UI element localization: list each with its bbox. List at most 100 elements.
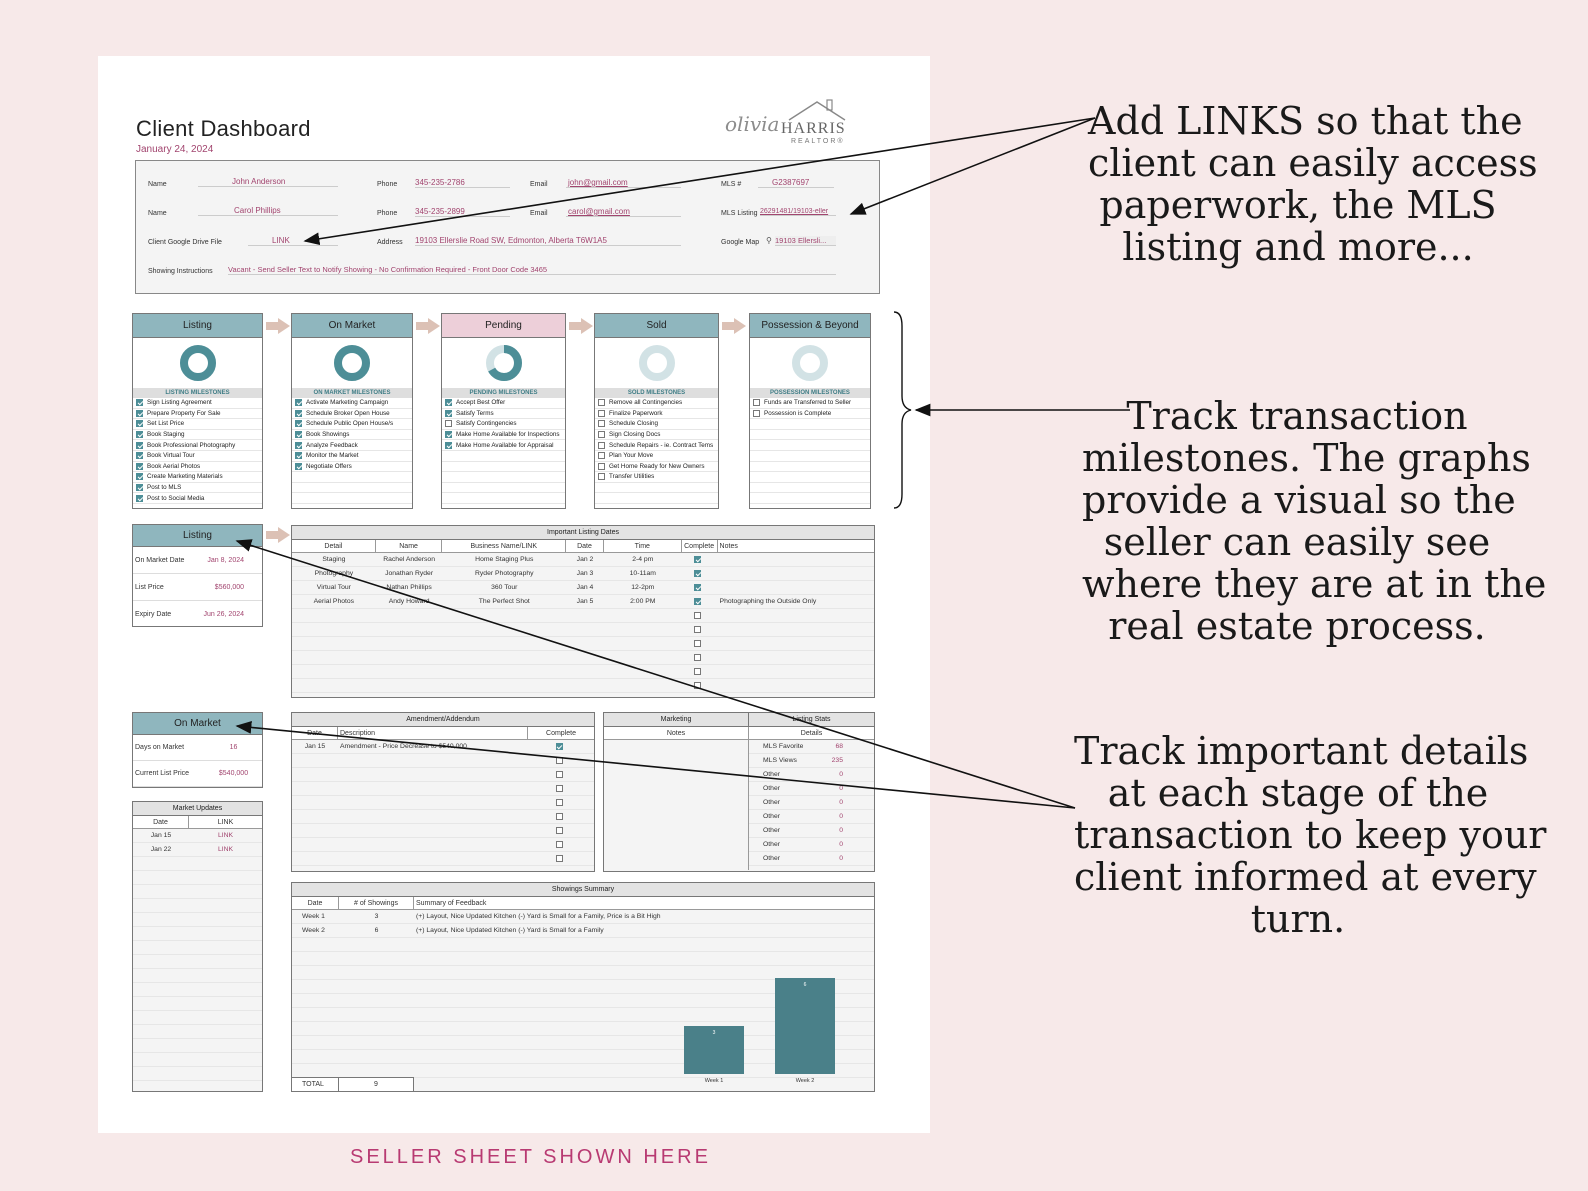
milestone-item[interactable] [595,493,718,504]
stat-value[interactable]: 0 [839,771,843,778]
checkbox[interactable] [136,420,143,428]
milestone-item[interactable]: Negotiate Offers [292,462,412,473]
table-cell[interactable]: Photography [314,570,354,577]
checkbox[interactable] [694,654,702,661]
table-cell[interactable]: Staging [322,556,346,563]
milestone-item[interactable] [750,472,870,483]
update-date[interactable]: Jan 15 [150,832,172,839]
table-cell[interactable]: Aerial Photos [313,598,355,605]
checkbox[interactable] [445,409,452,417]
table-cell[interactable]: Jan 2 [576,556,594,563]
milestone-item[interactable] [750,440,870,451]
milestone-item[interactable] [750,493,870,504]
listing-detail-value[interactable]: Jun 26, 2024 [203,610,244,618]
stat-value[interactable]: 0 [839,855,843,862]
milestone-item[interactable] [442,462,565,473]
showing-count[interactable]: 3 [374,913,379,920]
milestone-item[interactable] [750,451,870,462]
stat-value[interactable]: 0 [839,827,843,834]
checkbox[interactable] [694,668,702,675]
milestone-item[interactable]: Monitor the Market [292,451,412,462]
checkbox[interactable] [445,399,452,407]
marketing-notes-area[interactable] [604,740,749,870]
checkbox[interactable] [598,420,605,428]
milestone-item[interactable]: Activate Marketing Campaign [292,398,412,409]
property-address[interactable]: 19103 Ellerslie Road SW, Edmonton, Alber… [415,236,681,246]
table-cell[interactable]: 2:00 PM [630,598,656,605]
checkbox[interactable] [555,743,563,750]
showing-week[interactable]: Week 1 [302,913,325,920]
milestone-item[interactable]: Funds are Transferred to Seller [750,398,870,409]
milestone-item[interactable]: Post to MLS [133,483,262,494]
milestone-item[interactable]: Set List Price [133,419,262,430]
checkbox[interactable] [598,399,605,407]
milestone-item[interactable]: Remove all Contingencies [595,398,718,409]
table-cell[interactable]: Jan 3 [576,570,594,577]
checkbox[interactable] [694,640,702,647]
milestone-item[interactable]: Transfer Utilities [595,472,718,483]
checkbox[interactable] [295,452,302,460]
checkbox[interactable] [136,494,143,502]
milestone-item[interactable]: Book Staging [133,430,262,441]
milestone-item[interactable]: Create Marketing Materials [133,472,262,483]
amendment-description[interactable]: Amendment - Price Decrease to $540,000 [340,743,467,750]
update-link[interactable]: LINK [217,846,234,853]
milestone-item[interactable]: Prepare Property For Sale [133,409,262,420]
milestone-item[interactable]: Book Showings [292,430,412,441]
table-cell[interactable]: 12-2pm [631,584,655,591]
checkbox[interactable] [295,462,302,470]
milestone-item[interactable] [292,472,412,483]
milestone-item[interactable]: Post to Social Media [133,493,262,504]
checkbox[interactable] [445,420,452,428]
listing-detail-value[interactable]: $560,000 [214,583,244,591]
checkbox[interactable] [136,473,143,481]
checkbox[interactable] [694,598,702,605]
milestone-item[interactable]: Book Virtual Tour [133,451,262,462]
table-cell[interactable]: Jonathan Ryder [385,570,434,577]
mls-number[interactable]: G2387697 [758,178,834,188]
checkbox[interactable] [555,771,563,778]
listing-detail-value[interactable]: Jan 8, 2024 [207,556,244,564]
checkbox[interactable] [445,441,452,449]
checkbox[interactable] [694,626,702,633]
milestone-item[interactable]: Plan Your Move [595,451,718,462]
checkbox[interactable] [598,462,605,470]
showing-count[interactable]: 6 [374,927,379,934]
table-cell[interactable]: Jan 4 [576,584,594,591]
stat-value[interactable]: 0 [839,813,843,820]
milestone-item[interactable]: Schedule Broker Open House [292,409,412,420]
checkbox[interactable] [295,441,302,449]
amendment-date[interactable]: Jan 15 [304,743,326,750]
milestone-item[interactable] [595,483,718,494]
stat-value[interactable]: 0 [839,841,843,848]
stat-value[interactable]: 68 [835,743,843,750]
checkbox[interactable] [555,827,563,834]
client-email-1[interactable]: john@gmail.com [566,178,681,188]
client-email-2[interactable]: carol@gmail.com [566,207,681,217]
checkbox[interactable] [555,855,563,862]
checkbox[interactable] [136,409,143,417]
checkbox[interactable] [694,584,702,591]
checkbox[interactable] [136,484,143,492]
showing-feedback[interactable]: (+) Layout, Nice Updated Kitchen (-) Yar… [416,913,661,920]
checkbox[interactable] [598,473,605,481]
table-cell[interactable]: Andy Howard [388,598,430,605]
table-cell[interactable]: 2-4 pm [632,556,654,563]
checkbox[interactable] [694,612,702,619]
checkbox[interactable] [753,409,760,417]
on-market-detail-value[interactable]: $540,000 [218,770,249,777]
milestone-item[interactable]: Sign Closing Docs [595,430,718,441]
client-name-2[interactable]: Carol Phillips [198,206,338,216]
checkbox[interactable] [598,441,605,449]
checkbox[interactable] [136,462,143,470]
table-cell[interactable]: Ryder Photography [474,570,534,577]
checkbox[interactable] [694,570,702,577]
milestone-item[interactable]: Finalize Paperwork [595,409,718,420]
milestone-item[interactable]: Accept Best Offer [442,398,565,409]
table-cell[interactable]: Nathan Phillips [386,584,432,591]
table-cell[interactable]: 10-11am [629,570,656,577]
milestone-item[interactable]: Sign Listing Agreement [133,398,262,409]
checkbox[interactable] [136,441,143,449]
checkbox[interactable] [598,452,605,460]
on-market-detail-value[interactable]: 16 [229,744,238,751]
